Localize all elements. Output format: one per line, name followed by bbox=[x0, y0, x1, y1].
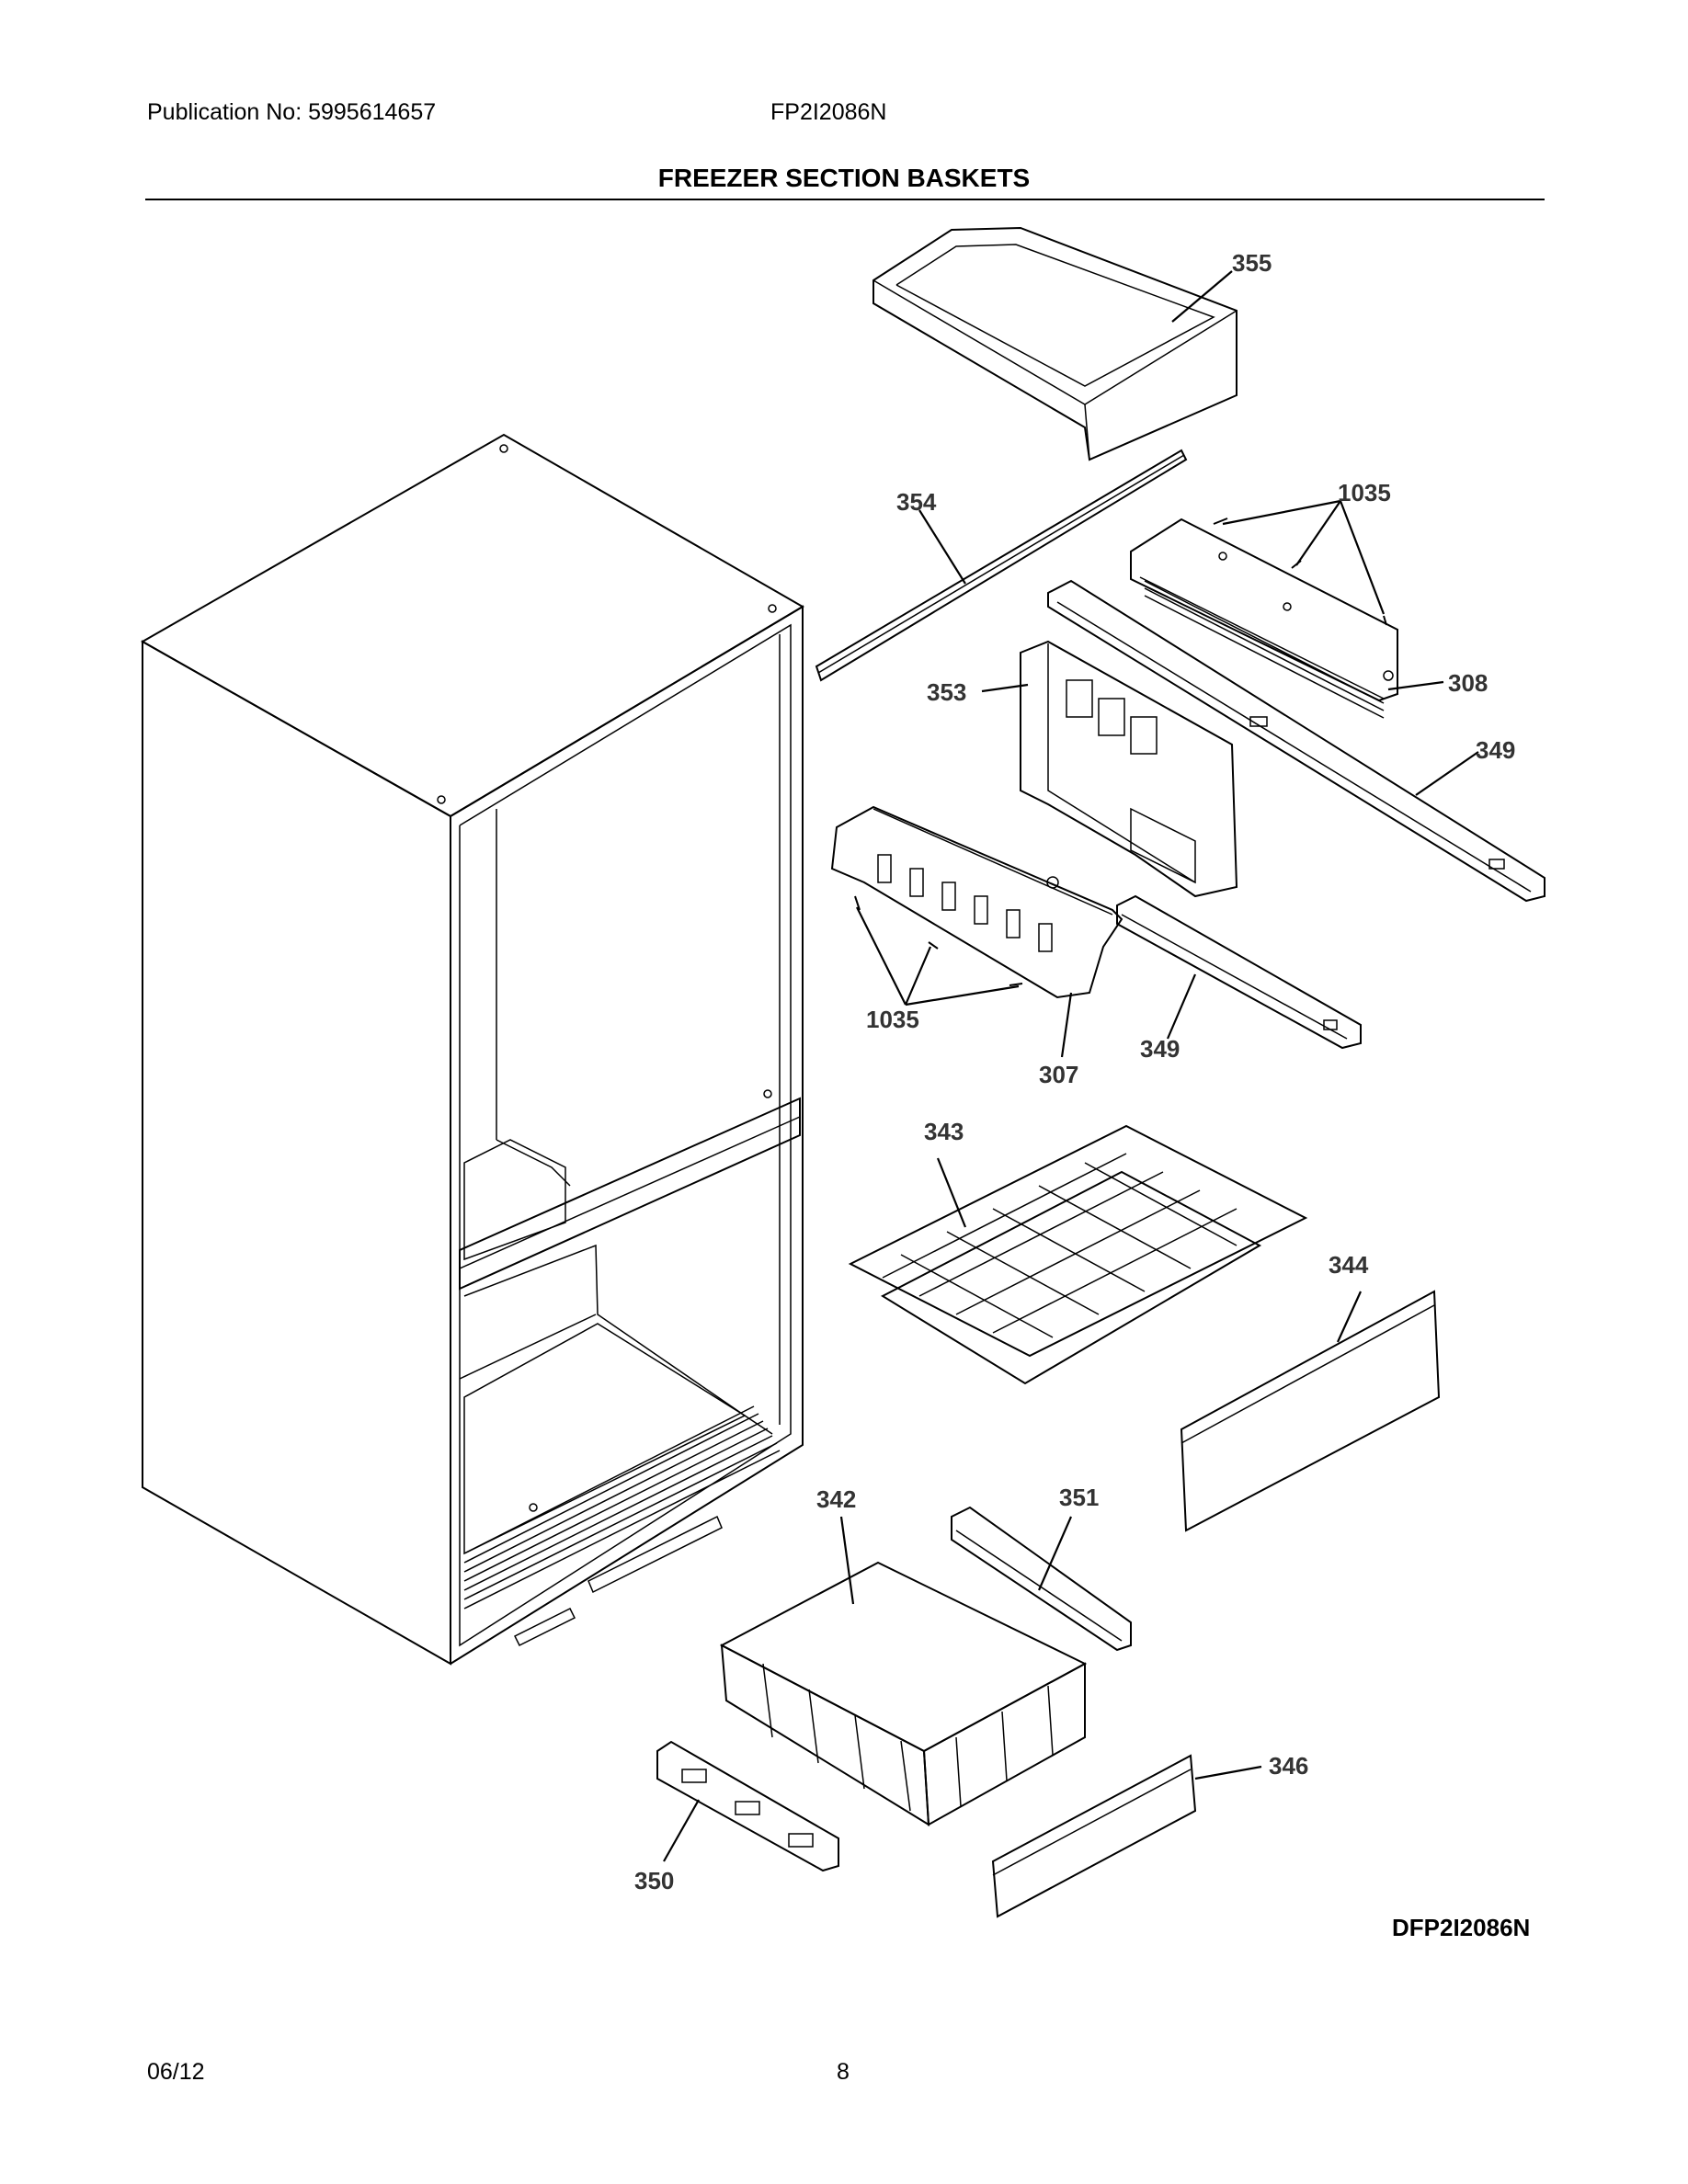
footer-date: 06/12 bbox=[147, 2059, 205, 2085]
callout-labels: 355 354 1035 308 353 349 1035 307 349 34… bbox=[634, 249, 1530, 1941]
publication-number: Publication No: 5995614657 bbox=[147, 99, 437, 125]
diagram-code: DFP2I2086N bbox=[1392, 1914, 1530, 1941]
callout-1035-upper: 1035 bbox=[1338, 479, 1391, 506]
callout-349-lower: 349 bbox=[1140, 1035, 1180, 1063]
title-rule bbox=[145, 199, 1545, 200]
callout-344: 344 bbox=[1329, 1251, 1369, 1279]
wire-grid-lower bbox=[762, 1663, 1054, 1812]
callout-307: 307 bbox=[1039, 1061, 1078, 1088]
callout-354: 354 bbox=[896, 488, 937, 516]
part-342-wire-basket bbox=[719, 1561, 1088, 1826]
part-353-bracket bbox=[1020, 640, 1238, 898]
slot-row bbox=[877, 854, 1053, 952]
part-308-bracket bbox=[1130, 518, 1398, 719]
leader-lines bbox=[663, 270, 1479, 1862]
callout-355: 355 bbox=[1232, 249, 1272, 277]
callout-350: 350 bbox=[634, 1867, 674, 1894]
cabinet-drawing bbox=[140, 433, 804, 1666]
callout-353: 353 bbox=[927, 678, 966, 706]
part-346-front-panel bbox=[991, 1754, 1197, 1918]
callout-343: 343 bbox=[924, 1118, 964, 1145]
part-355-ice-tray bbox=[873, 226, 1237, 461]
callout-308: 308 bbox=[1448, 669, 1488, 697]
part-307-bracket bbox=[830, 805, 1123, 999]
callout-349-upper: 349 bbox=[1476, 736, 1515, 764]
callout-342: 342 bbox=[816, 1485, 856, 1513]
part-349-lower-rail bbox=[1116, 894, 1362, 1050]
part-344-front-panel bbox=[1180, 1290, 1441, 1532]
bottom-grille bbox=[463, 1405, 781, 1610]
rack-teeth bbox=[1144, 580, 1385, 719]
part-343-wire-basket bbox=[848, 1124, 1308, 1385]
page-title: FREEZER SECTION BASKETS bbox=[657, 164, 1031, 192]
part-354-strip bbox=[815, 449, 1188, 682]
callout-1035-lower: 1035 bbox=[866, 1006, 919, 1033]
callout-351: 351 bbox=[1059, 1484, 1099, 1511]
part-351-slide bbox=[951, 1506, 1132, 1652]
callout-346: 346 bbox=[1269, 1752, 1308, 1780]
screws-1035 bbox=[854, 518, 1387, 986]
part-349-upper-rail bbox=[1047, 579, 1545, 903]
page-number: 8 bbox=[837, 2059, 850, 2085]
wire-grid bbox=[882, 1153, 1237, 1338]
part-350-slide bbox=[656, 1740, 839, 1872]
model-number: FP2I2086N bbox=[770, 99, 887, 125]
